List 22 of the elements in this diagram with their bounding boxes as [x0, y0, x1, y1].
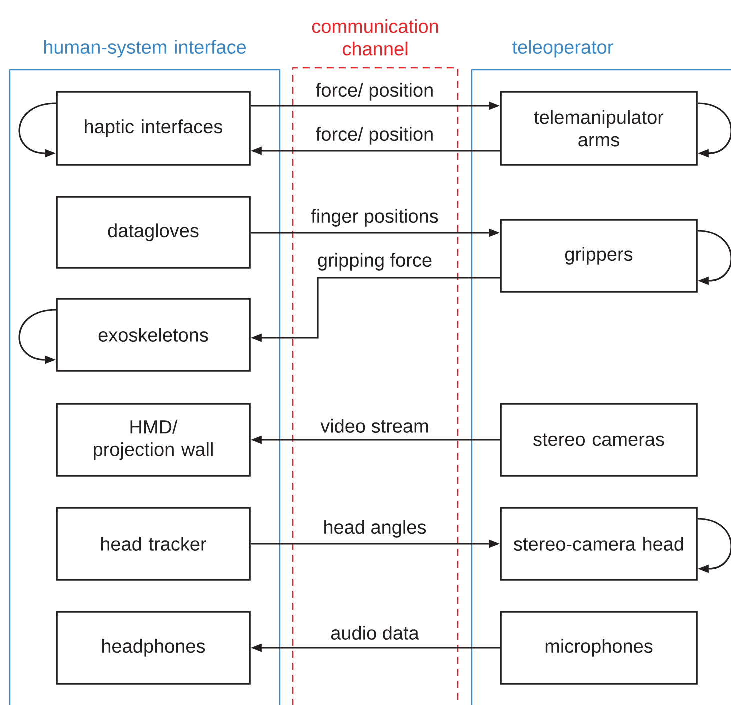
process-box: stereo cameras — [500, 403, 698, 477]
edge-label: gripping force — [316, 252, 434, 272]
edge-label: force/ position — [314, 126, 436, 146]
edge-label: finger positions — [310, 208, 440, 228]
loop-arrow — [698, 518, 731, 574]
process-box: telemanipulator arms — [500, 91, 698, 166]
edge-label: head angles — [322, 519, 428, 539]
process-box: headphones — [56, 611, 251, 685]
edge-label: audio data — [330, 625, 420, 641]
process-box: grippers — [500, 219, 698, 293]
loop-arrow — [698, 102, 731, 158]
process-box: exoskeletons — [56, 298, 251, 372]
process-box: haptic interfaces — [56, 91, 251, 166]
edge-label: video stream — [320, 418, 430, 434]
band-title: communication channel — [312, 19, 438, 56]
process-box: datagloves — [56, 196, 251, 269]
edge-label: force/ position — [314, 82, 436, 102]
process-box: HMD/ projection wall — [56, 403, 251, 477]
process-box: head tracker — [56, 507, 251, 581]
process-box: microphones — [500, 611, 698, 685]
process-box: stereo-camera head — [500, 507, 698, 581]
loop-arrow — [698, 230, 731, 286]
